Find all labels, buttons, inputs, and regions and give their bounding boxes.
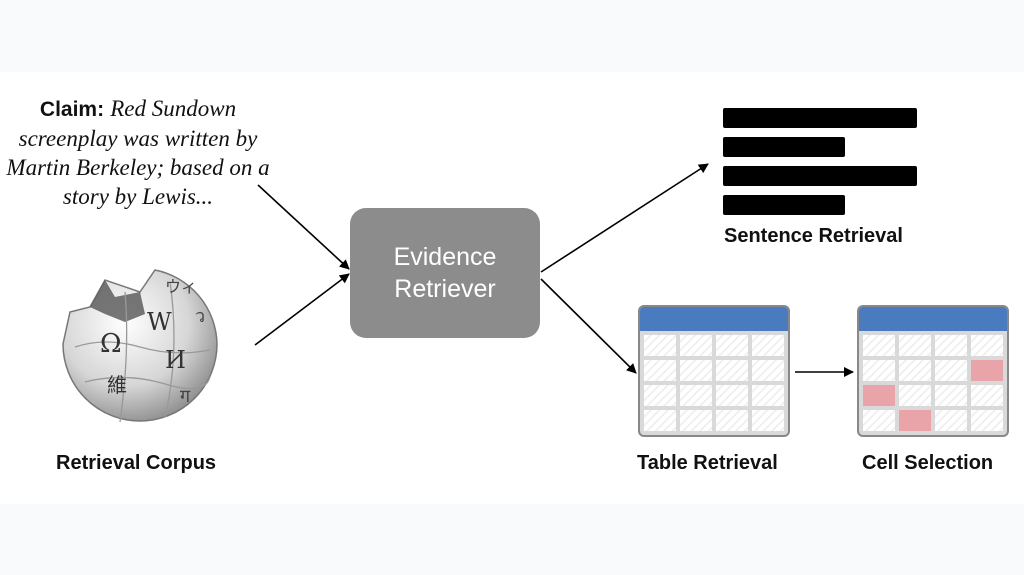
globe-glyph-w: W [147, 308, 172, 336]
claim-block: Claim: Red Sundown screenplay was writte… [0, 94, 276, 211]
cell-selection-icon [857, 305, 1009, 437]
retriever-line-2: Retriever [394, 275, 496, 303]
arrow-retriever-to-sentence [540, 163, 709, 273]
sentence-retrieval-caption: Sentence Retrieval [724, 225, 903, 247]
claim-text: Red Sundown screenplay was written by Ma… [6, 96, 270, 209]
sentence-bar [723, 195, 845, 215]
table-retrieval-icon [638, 305, 790, 437]
table-grid [644, 335, 784, 431]
selected-cell [899, 410, 931, 431]
arrow-retriever-to-table [540, 278, 637, 374]
globe-glyph-j: ว [195, 306, 205, 327]
cell-selection-caption: Cell Selection [862, 452, 994, 474]
wikipedia-globe-icon: Ω W И 維 ウィ ว ग [62, 269, 218, 423]
globe-glyph-kanji: 維 [107, 373, 127, 397]
selected-cell [863, 385, 895, 406]
globe-glyph-omega: Ω [100, 329, 122, 359]
arrow-corpus-to-retriever [254, 273, 350, 346]
table-retrieval-caption: Table Retrieval [637, 452, 778, 474]
arrow-claim-to-retriever [257, 184, 350, 270]
globe-glyph-wi: ウィ [165, 277, 197, 296]
evidence-retriever-box: Evidence Retriever [350, 208, 540, 338]
table-header [640, 307, 788, 331]
retrieval-corpus-caption: Retrieval Corpus [56, 452, 217, 474]
globe-glyph-i: И [165, 346, 186, 374]
retriever-line-1: Evidence [393, 243, 497, 271]
table-header [859, 307, 1007, 331]
globe-glyph-tha: ग [180, 386, 191, 407]
sentence-bar [723, 137, 845, 157]
sentence-bar [723, 108, 917, 128]
table-grid [863, 335, 1003, 431]
sentence-bar [723, 166, 917, 186]
selected-cell [971, 360, 1003, 381]
claim-label: Claim: [39, 98, 105, 121]
